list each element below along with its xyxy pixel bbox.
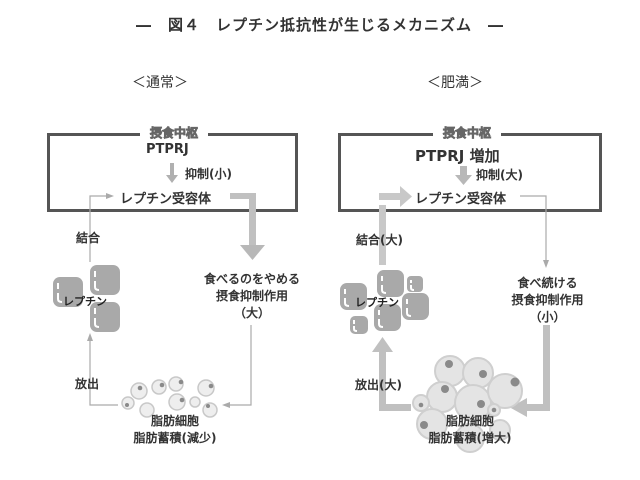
leptin-block (374, 304, 401, 331)
fat-cell (416, 408, 448, 440)
normal-effect-line-1: 食べるのをやめる (203, 272, 300, 286)
fat-cell (121, 396, 135, 410)
leptin-block (350, 316, 368, 334)
fat-cell (189, 396, 201, 408)
normal-return-line (222, 325, 252, 408)
obese-binding-arrow (379, 186, 412, 265)
normal-inhibit-arrow (166, 163, 178, 183)
normal-effect-line-2: 摂食抑制作用 (215, 289, 288, 303)
fat-cell (489, 419, 511, 441)
obese-effect-line-2: 摂食抑制作用 (511, 293, 584, 307)
normal-box-label: 摂食中枢 (140, 124, 208, 141)
obese-fat-cells (412, 355, 523, 453)
fat-cell (130, 382, 148, 400)
leptin-block (90, 302, 120, 332)
obese-leptin-label: レプチン (355, 296, 399, 309)
normal-heading: ＜通常＞ (132, 75, 188, 91)
obese-fat-text: 脂肪細胞 脂肪蓄積(増大) (405, 413, 535, 447)
normal-ptprj-label: PTPRJ (146, 142, 189, 157)
normal-fat-line-1: 脂肪細胞 (150, 414, 199, 428)
normal-fat-line-2: 脂肪蓄積(減少) (133, 431, 217, 445)
leptin-block (402, 293, 429, 320)
normal-inhibition-label: 抑制(小) (185, 167, 232, 181)
obese-effect-line-3: （小） (529, 310, 566, 324)
obese-release-arrow (372, 337, 411, 411)
obese-ptprj-label: PTPRJ 増加 (415, 147, 500, 165)
fat-cell (139, 402, 155, 418)
leptin-block (407, 276, 423, 292)
normal-effect-line-3: （大） (233, 306, 270, 320)
fat-cell (151, 379, 167, 395)
normal-release-label: 放出 (75, 377, 100, 391)
normal-binding-line (89, 193, 114, 262)
normal-release-line (87, 333, 118, 406)
leptin-block (340, 283, 367, 310)
normal-leptin-cluster (53, 265, 120, 332)
obese-inhibit-arrow (455, 166, 472, 185)
obese-effect-text: 食べ続ける 摂食抑制作用 （小） (490, 275, 605, 326)
obese-release-label: 放出(大) (355, 378, 402, 392)
normal-effect-text: 食べるのをやめる 摂食抑制作用 （大） (192, 271, 312, 322)
obese-binding-label: 結合(大) (356, 233, 403, 247)
obese-box-label: 摂食中枢 (433, 124, 501, 141)
obese-inhibition-label: 抑制(大) (476, 168, 523, 182)
obese-leptin-cluster (340, 270, 429, 334)
normal-leptin-label: レプチン (63, 295, 107, 308)
normal-effect-arrow (230, 193, 265, 260)
normal-fat-cells (121, 376, 218, 418)
fat-cell (462, 357, 494, 389)
fat-cell (455, 423, 485, 453)
leptin-block (53, 277, 83, 307)
obese-effect-line-1: 食べ続ける (517, 276, 578, 290)
obese-receptor-label: レプチン受容体 (415, 192, 507, 207)
normal-fat-text: 脂肪細胞 脂肪蓄積(減少) (110, 413, 240, 447)
normal-receptor-label: レプチン受容体 (120, 192, 212, 207)
fat-cell (454, 384, 492, 422)
obese-fat-line-2: 脂肪蓄積(増大) (428, 431, 512, 445)
leptin-block (90, 265, 120, 295)
figure-title: ― 図４ レプチン抵抗性が生じるメカニズム ― (135, 16, 504, 34)
leptin-block (377, 270, 404, 297)
obese-heading: ＜肥満＞ (427, 75, 483, 91)
normal-binding-label: 結合 (76, 231, 101, 245)
obese-effect-arrow (520, 195, 549, 268)
obese-return-arrow (510, 325, 550, 417)
obese-fat-line-1: 脂肪細胞 (445, 414, 494, 428)
